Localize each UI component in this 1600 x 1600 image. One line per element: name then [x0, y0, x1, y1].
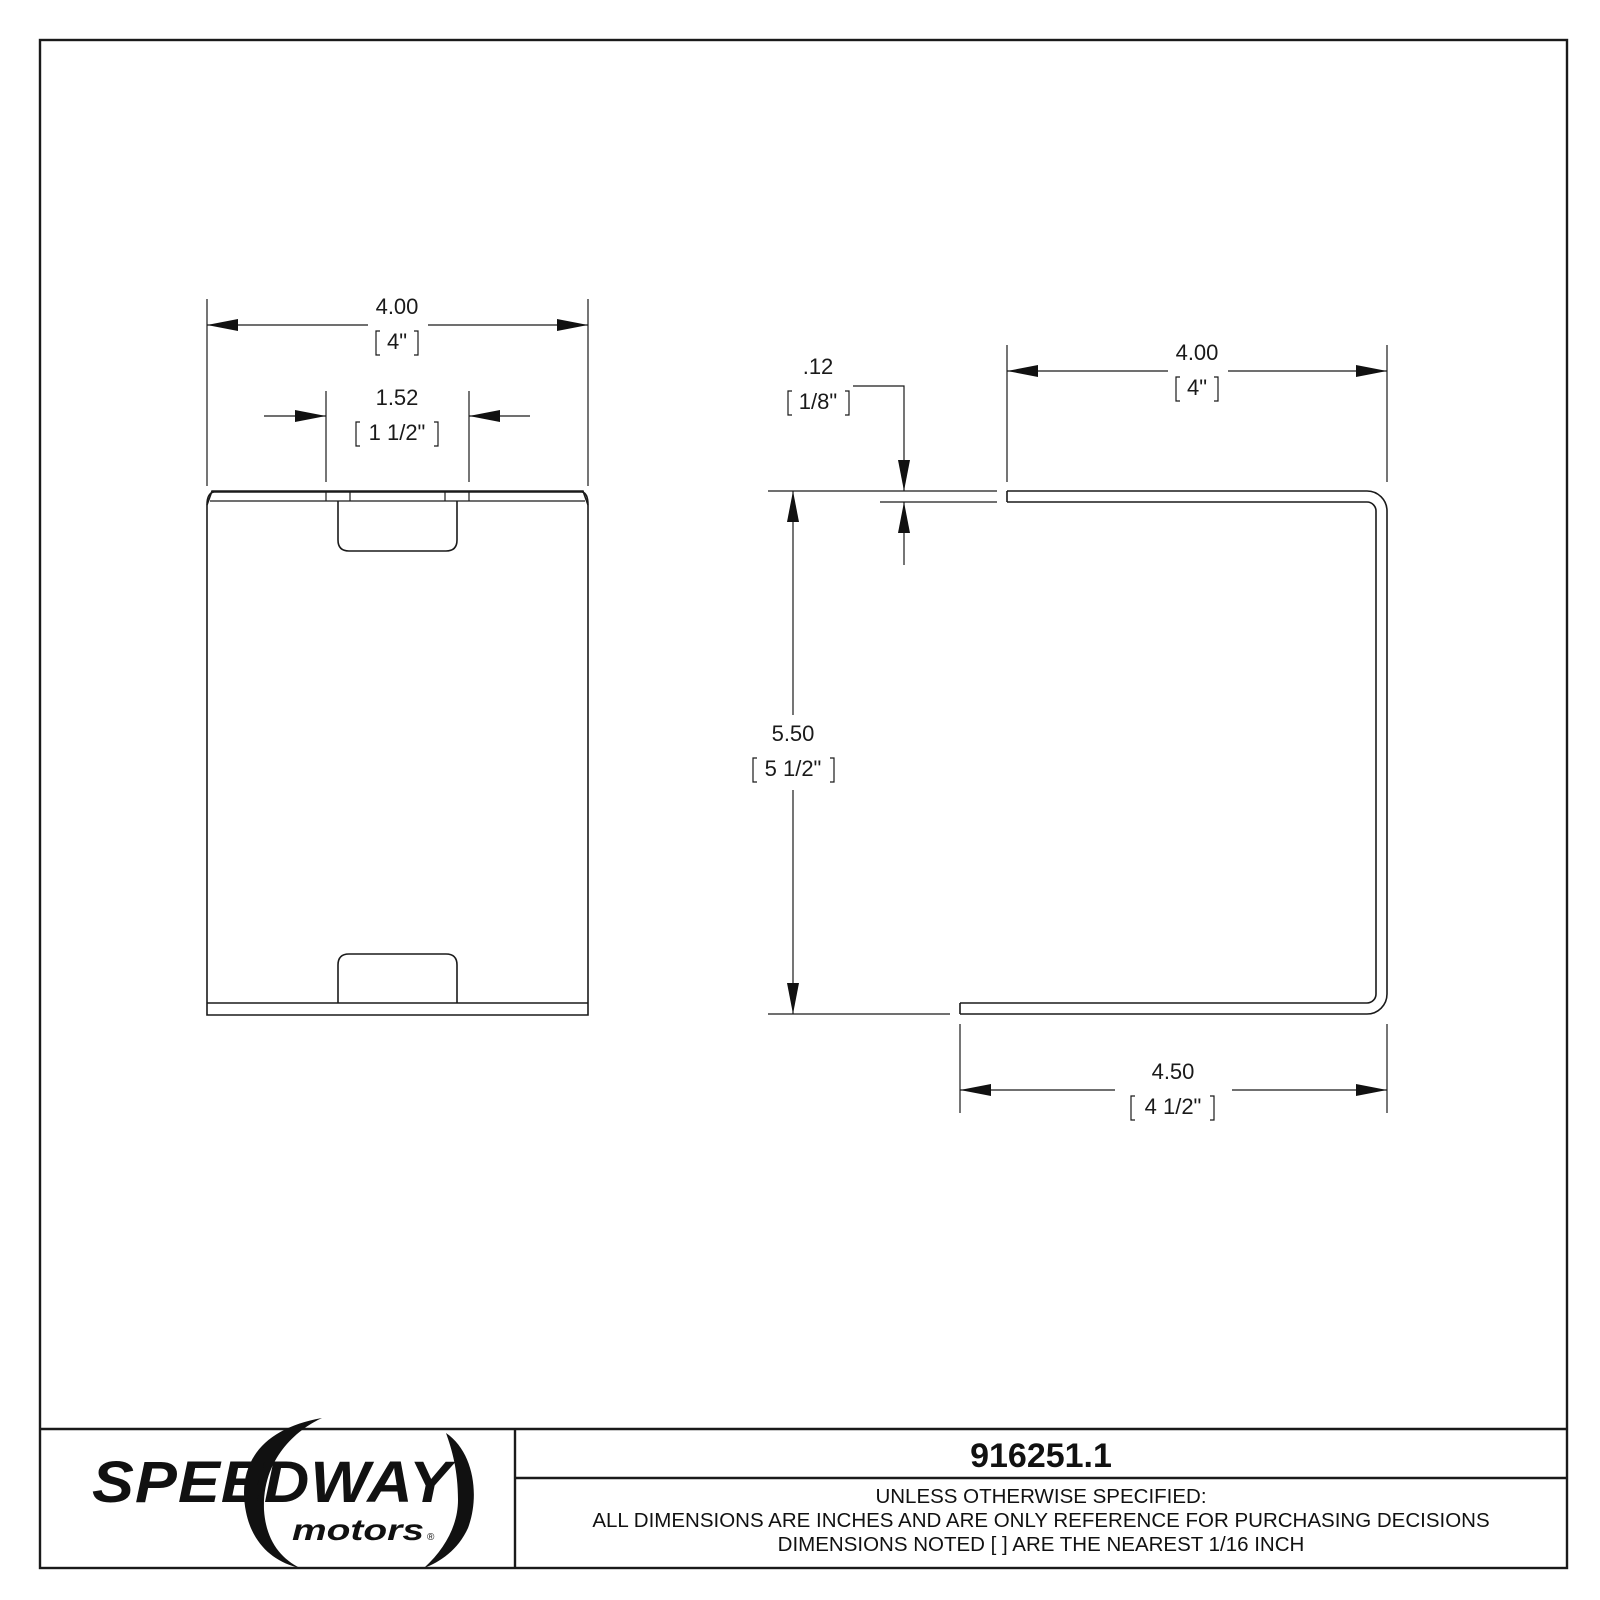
- note-line-2: ALL DIMENSIONS ARE INCHES AND ARE ONLY R…: [592, 1509, 1489, 1532]
- side-view-inner-profile: [960, 501, 1377, 1004]
- leader-line: [853, 385, 905, 491]
- dim-side-top-leg: 4.00 4": [1006, 340, 1388, 482]
- side-view-outer-profile: [960, 490, 1388, 1015]
- bracket-right: [1214, 376, 1219, 402]
- dim-front-width-fraction: 4": [387, 329, 407, 354]
- arrowhead: [1007, 365, 1038, 377]
- bracket-right: [845, 390, 850, 416]
- front-view-upper-slot: [337, 501, 458, 552]
- dim-slot-width-decimal: 1.52: [376, 385, 419, 410]
- logo-subword: motors: [292, 1514, 424, 1547]
- arrowhead: [1356, 1084, 1387, 1096]
- dim-height-decimal: 5.50: [772, 721, 815, 746]
- dim-thickness-fraction: 1/8": [799, 389, 837, 414]
- arrowhead: [898, 460, 910, 491]
- part-number: 916251.1: [970, 1437, 1112, 1475]
- arrowhead: [295, 410, 326, 422]
- note-line-3: DIMENSIONS NOTED [ ] ARE THE NEAREST 1/1…: [778, 1533, 1305, 1556]
- front-view-lower-slot: [337, 953, 458, 1003]
- dim-height-fraction: 5 1/2": [765, 756, 822, 781]
- side-view: [959, 490, 1388, 1015]
- dim-front-slot-width: 1.52 1 1/2": [264, 385, 530, 482]
- sheet-border: [38, 38, 1569, 1570]
- bracket-left: [1130, 1095, 1135, 1121]
- title-block: 916251.1 UNLESS OTHERWISE SPECIFIED: ALL…: [40, 1418, 1567, 1568]
- logo-wordmark: SPEEDWAY: [92, 1450, 457, 1515]
- arrowhead: [787, 491, 799, 522]
- dim-top-leg-decimal: 4.00: [1176, 340, 1219, 365]
- arrowhead: [557, 319, 588, 331]
- dim-side-bottom-leg: 4.50 4 1/2": [959, 1024, 1388, 1121]
- dim-thickness-decimal: .12: [803, 354, 834, 379]
- bracket-left: [355, 421, 360, 447]
- dim-slot-width-fraction: 1 1/2": [369, 420, 426, 445]
- dim-front-overall-width: 4.00 4": [206, 294, 589, 486]
- dim-front-width-decimal: 4.00: [376, 294, 419, 319]
- speedway-motors-logo: SPEEDWAY motors ®: [92, 1418, 474, 1568]
- logo-registered-mark: ®: [427, 1532, 435, 1543]
- logo-right-swoosh: [424, 1433, 474, 1568]
- bracket-right: [1210, 1095, 1215, 1121]
- dim-bottom-leg-decimal: 4.50: [1152, 1059, 1195, 1084]
- bracket-right: [830, 757, 835, 783]
- bracket-left: [787, 390, 792, 416]
- dim-bottom-leg-fraction: 4 1/2": [1145, 1094, 1202, 1119]
- arrowhead: [898, 502, 910, 533]
- arrowhead: [469, 410, 500, 422]
- dim-side-height: 5.50 5 1/2": [752, 491, 950, 1015]
- bracket-right: [414, 330, 419, 356]
- arrowhead: [207, 319, 238, 331]
- front-view: [206, 490, 589, 1016]
- front-view-body: [206, 491, 589, 1016]
- arrowhead: [787, 983, 799, 1014]
- bracket-left: [1175, 376, 1180, 402]
- dim-top-leg-fraction: 4": [1187, 375, 1207, 400]
- logo-left-swoosh: [244, 1418, 322, 1568]
- note-line-1: UNLESS OTHERWISE SPECIFIED:: [875, 1485, 1206, 1508]
- front-view-top-flange: [206, 490, 589, 506]
- bracket-left: [375, 330, 380, 356]
- bracket-left: [752, 757, 757, 783]
- arrowhead: [1356, 365, 1387, 377]
- bracket-right: [434, 421, 439, 447]
- arrowhead: [960, 1084, 991, 1096]
- dim-side-thickness: .12 1/8": [768, 354, 997, 565]
